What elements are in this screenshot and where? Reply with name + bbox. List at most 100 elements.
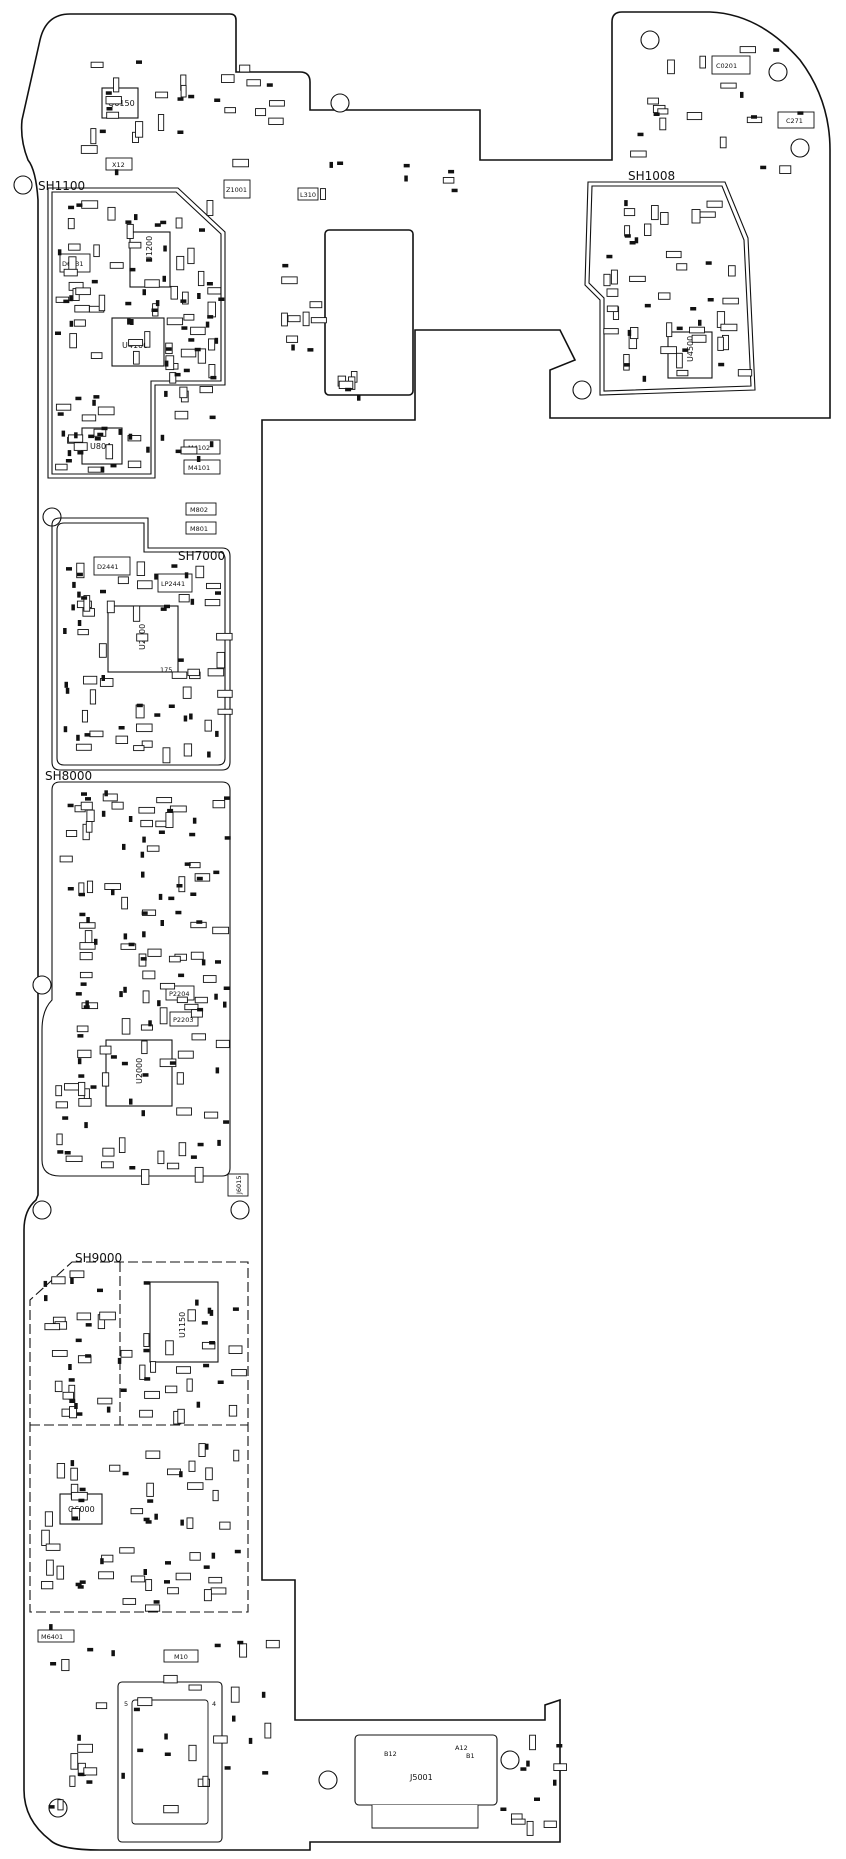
smd-component [57, 1799, 64, 1811]
smd-pad [207, 315, 214, 319]
smd-component [216, 632, 233, 641]
smd-pad [92, 399, 96, 406]
smd-component [77, 1355, 92, 1364]
smd-pad [106, 1406, 111, 1413]
smd-pad [606, 254, 613, 259]
smd-component [79, 952, 93, 961]
smd-component [230, 1686, 240, 1703]
smd-pad [357, 394, 361, 401]
smd-pad [154, 713, 161, 717]
smd-pad [215, 960, 221, 964]
connector-bottom-left-inner [131, 1699, 209, 1825]
smd-pad [142, 1073, 149, 1077]
chip-label-u4500: U4500 [686, 336, 695, 362]
smd-pad [63, 628, 67, 634]
smd-pad [86, 1780, 93, 1784]
smd-component [77, 629, 89, 636]
smd-pad [110, 1055, 117, 1059]
smd-pad [266, 83, 273, 87]
smd-component [75, 743, 92, 751]
smd-component [136, 723, 153, 733]
smd-component [118, 1137, 126, 1153]
smd-component [81, 414, 97, 422]
smd-component [79, 971, 93, 979]
smd-pad [67, 803, 74, 808]
smd-component [130, 1575, 146, 1583]
smd-pad [196, 920, 203, 924]
smd-component [141, 1040, 148, 1055]
smd-pad [88, 434, 95, 439]
smd-pad [71, 604, 75, 611]
smd-pad [133, 1707, 140, 1712]
smd-component [61, 1659, 70, 1672]
smd-pad [94, 938, 98, 945]
smd-pad [94, 437, 101, 441]
smd-component [603, 273, 611, 287]
smd-pad [75, 396, 82, 401]
shield-sh1100-inner [51, 191, 222, 475]
smd-component [127, 460, 142, 469]
comp-m802 [185, 502, 217, 516]
smd-pad [78, 1074, 85, 1078]
smd-pad [623, 363, 630, 367]
mounting-hole [330, 93, 350, 113]
smd-pad [141, 871, 145, 878]
smd-pad [125, 220, 132, 224]
smd-component [137, 1697, 153, 1707]
smd-component [136, 561, 146, 576]
shield-label-sh1100: SH1100 [38, 179, 85, 193]
smd-component [676, 352, 683, 369]
smd-pad [49, 1624, 53, 1631]
smd-component [122, 1598, 137, 1605]
smd-component [194, 996, 208, 1004]
pin-label: B1 [466, 1752, 475, 1760]
smd-component [169, 372, 177, 384]
smd-component [167, 1468, 181, 1476]
smd-component [221, 74, 235, 83]
smd-component [174, 410, 189, 420]
smd-pad [232, 1307, 239, 1311]
smd-component [676, 263, 688, 271]
smd-pad [141, 1110, 145, 1117]
smd-pad [175, 449, 182, 454]
smd-component [191, 1033, 206, 1041]
smd-component [106, 600, 115, 614]
smd-component [720, 82, 737, 89]
comp-label-l310: L310 [300, 191, 316, 199]
smd-component [722, 297, 739, 305]
smd-pad [134, 214, 138, 221]
chip-label-j5001: J5001 [409, 1773, 433, 1782]
smd-component [127, 435, 142, 442]
smd-component [187, 668, 200, 677]
smd-pad [223, 1001, 227, 1008]
shield-label-sh9000: SH9000 [75, 1251, 122, 1265]
smd-component [176, 1072, 184, 1085]
smd-component [171, 671, 188, 679]
smd-pad [125, 301, 132, 306]
smd-pad [698, 319, 702, 326]
smd-component [224, 107, 236, 114]
smd-component [659, 117, 667, 131]
smd-pad [77, 1058, 82, 1065]
smd-component [202, 975, 217, 983]
chip-label-u1200: U1200 [145, 236, 154, 262]
smd-pad [209, 1309, 214, 1316]
smd-pad [190, 598, 195, 605]
smd-pad [162, 275, 166, 282]
smd-component [239, 1643, 248, 1658]
smd-pad [644, 303, 651, 308]
smd-component [84, 930, 93, 945]
smd-pad [74, 1403, 78, 1409]
smd-pad [57, 249, 62, 256]
smd-component [157, 114, 165, 131]
smd-pad [148, 1020, 152, 1027]
smd-component [184, 1003, 199, 1011]
smd-component [75, 287, 91, 296]
smd-pad [128, 816, 133, 822]
smd-component [59, 855, 73, 863]
smd-component [320, 188, 326, 200]
smd-component [68, 256, 77, 271]
comp-label-m4102: M4102 [188, 444, 210, 452]
smd-pad [57, 412, 64, 416]
smd-component [63, 268, 78, 277]
